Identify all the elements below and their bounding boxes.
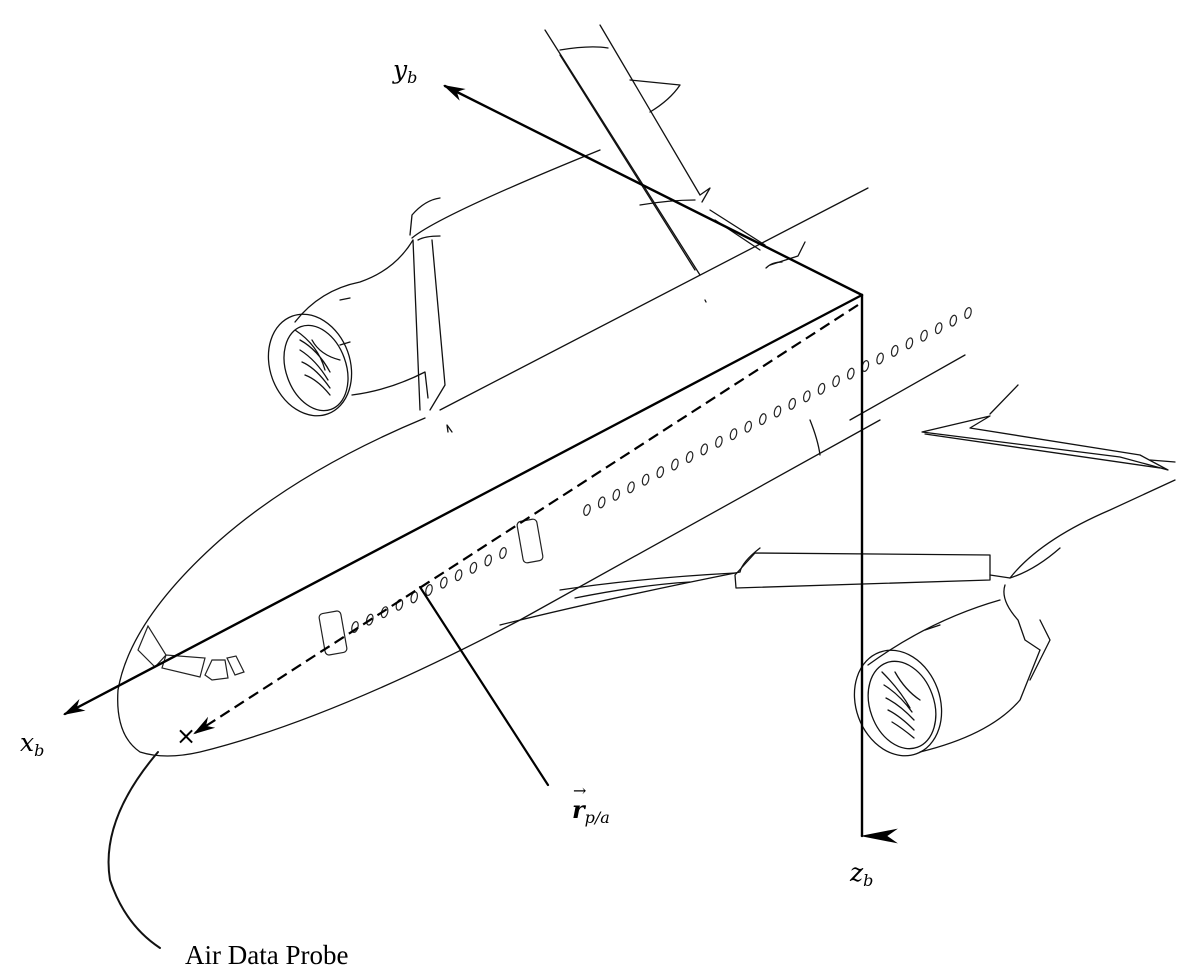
upper-wing (544, 24, 766, 276)
passenger-window (773, 405, 782, 418)
passenger-window (920, 329, 928, 342)
x-axis-subscript: b (34, 741, 45, 760)
cockpit-windows (137, 624, 245, 681)
passenger-window (612, 488, 621, 501)
passenger-window (832, 375, 840, 388)
fuselage (117, 187, 966, 757)
passenger-window (410, 591, 419, 604)
passenger-window (365, 613, 374, 626)
air-data-probe-label: Air Data Probe (185, 940, 349, 970)
z-axis-label: zb (850, 858, 873, 890)
vector-leader-line (418, 585, 550, 787)
lower-wing (559, 479, 1176, 599)
passenger-window (469, 561, 478, 574)
vector-arrow-accent: → (573, 781, 587, 800)
doors (318, 518, 544, 656)
passenger-window (905, 337, 914, 350)
probe-marker: × (176, 722, 197, 750)
vector-letter: r (572, 795, 585, 824)
passenger-window (597, 496, 606, 509)
passenger-window (454, 569, 463, 582)
passenger-window (715, 435, 723, 448)
passenger-window (439, 576, 448, 589)
position-vector-line (193, 304, 859, 735)
passenger-window (627, 481, 635, 494)
passenger-window (949, 314, 958, 327)
x-axis-line (63, 293, 864, 716)
z-axis-subscript: b (863, 871, 874, 890)
passenger-window (685, 451, 694, 463)
passenger-window (964, 307, 972, 319)
passenger-window (700, 443, 709, 456)
passenger-window (425, 584, 433, 596)
body-axes (63, 84, 898, 844)
y-axis-symbol: y (393, 55, 408, 84)
y-axis-line (443, 84, 864, 297)
passenger-window (802, 390, 811, 403)
passenger-window (671, 458, 679, 471)
passenger-window (641, 473, 650, 486)
passenger-window (934, 322, 943, 335)
passenger-window (729, 428, 738, 441)
passenger-window (890, 344, 899, 357)
y-axis-label: yb (393, 55, 417, 87)
passenger-window (758, 413, 767, 426)
x-axis-symbol: x (20, 728, 35, 757)
passenger-windows (351, 307, 972, 633)
vector-subscript: p/a (584, 808, 610, 827)
horizontal-stabilizer (921, 384, 1176, 471)
passenger-window (499, 547, 507, 559)
passenger-window (876, 352, 884, 365)
y-axis-subscript: b (407, 68, 418, 87)
probe-leader-line (107, 751, 161, 949)
passenger-window (788, 397, 797, 410)
lower-engine (853, 584, 1051, 757)
x-axis-label: xb (20, 728, 44, 760)
passenger-window (817, 382, 826, 395)
z-axis-symbol: z (850, 858, 864, 887)
passenger-window (484, 554, 493, 567)
upper-engine (267, 149, 601, 417)
passenger-window (744, 420, 753, 433)
passenger-window (846, 367, 855, 380)
passenger-window (656, 466, 665, 479)
position-vector-label: →rp/a (572, 781, 610, 827)
vector-symbol: →r (572, 781, 586, 824)
passenger-window (583, 504, 591, 516)
